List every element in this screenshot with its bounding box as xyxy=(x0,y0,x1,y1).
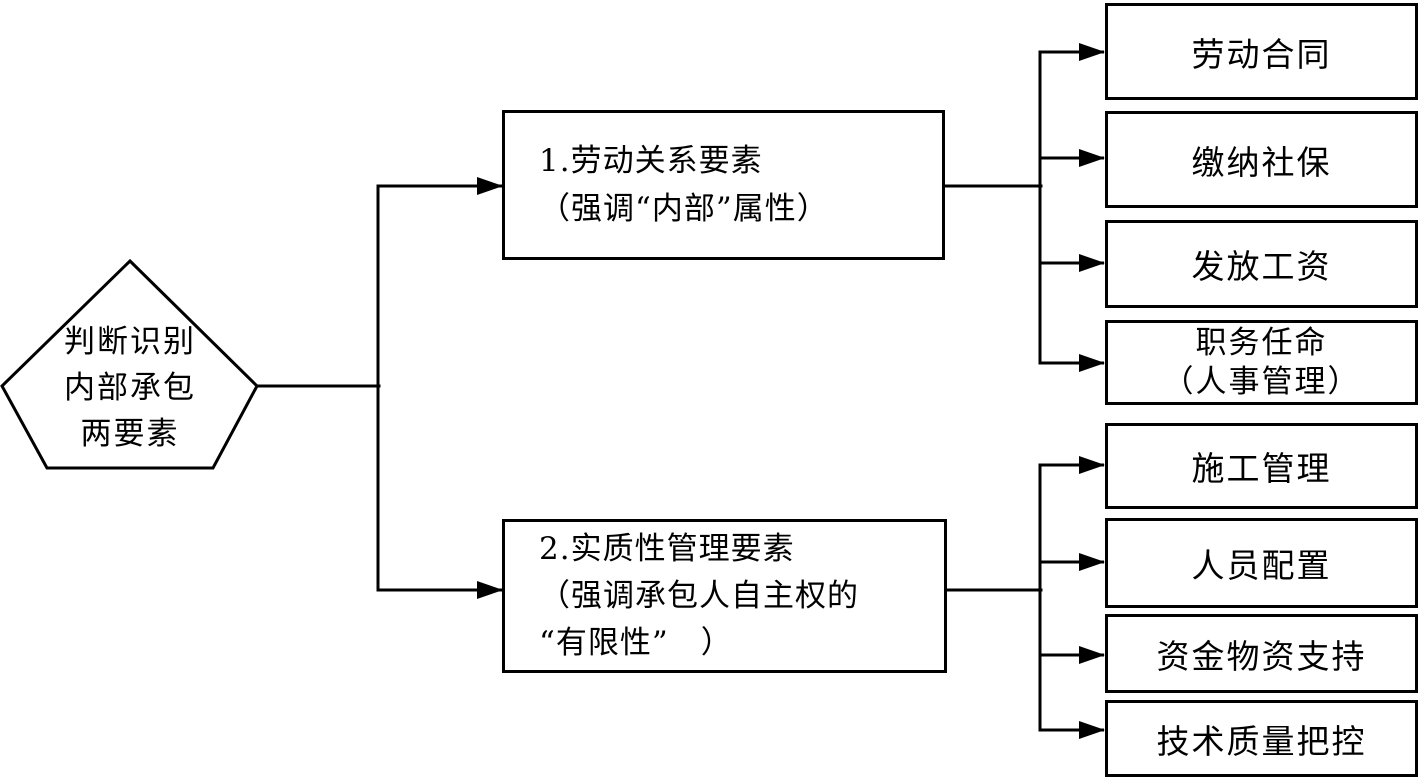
outcome-label: 职务任命 （人事管理） xyxy=(1163,324,1361,402)
outcome-box-labor-contract: 劳动合同 xyxy=(1105,3,1418,100)
outcome-label: 人员配置 xyxy=(1191,546,1332,585)
factor-subtitle: （强调承包人自主权的 xyxy=(539,577,859,614)
factor-title: 2.实质性管理要素 xyxy=(539,530,795,567)
factor-box-substantive-management: 2.实质性管理要素 （强调承包人自主权的 “有限性” ） xyxy=(502,519,947,673)
outcome-label: 劳动合同 xyxy=(1191,34,1332,74)
outcome-label: 施工管理 xyxy=(1191,449,1332,488)
outcome-label: 技术质量把控 xyxy=(1156,721,1367,761)
outcome-label: 缴纳社保 xyxy=(1191,142,1332,182)
pentagon-node-label: 判断识别 内部承包 两要素 xyxy=(18,319,242,457)
outcome-label-line: （人事管理） xyxy=(1162,363,1361,400)
factor-box-labor-relation: 1.劳动关系要素 （强调“内部”属性） xyxy=(502,110,945,260)
outcome-box-tech-quality-control: 技术质量把控 xyxy=(1105,700,1418,777)
outcome-box-job-appointment: 职务任命 （人事管理） xyxy=(1105,320,1418,405)
outcome-box-construction-management: 施工管理 xyxy=(1105,423,1418,509)
factor-title: 1.劳动关系要素 xyxy=(539,143,763,179)
pentagon-label-line: 两要素 xyxy=(80,416,180,452)
factor-subtitle: “有限性” ） xyxy=(539,624,733,661)
factor-subtitle: （强调“内部”属性） xyxy=(539,191,829,227)
pentagon-shape xyxy=(0,258,259,470)
pentagon-label-line: 判断识别 xyxy=(64,324,196,360)
outcome-label: 资金物资支持 xyxy=(1156,636,1367,676)
outcome-box-staffing: 人员配置 xyxy=(1105,518,1418,608)
pentagon-label-line: 内部承包 xyxy=(64,370,196,406)
outcome-box-social-insurance: 缴纳社保 xyxy=(1105,111,1418,208)
outcome-box-wage-payment: 发放工资 xyxy=(1105,220,1418,308)
outcome-label: 发放工资 xyxy=(1191,247,1332,286)
outcome-label-line: 职务任命 xyxy=(1195,324,1328,361)
outcome-box-funds-materials-support: 资金物资支持 xyxy=(1105,614,1418,693)
